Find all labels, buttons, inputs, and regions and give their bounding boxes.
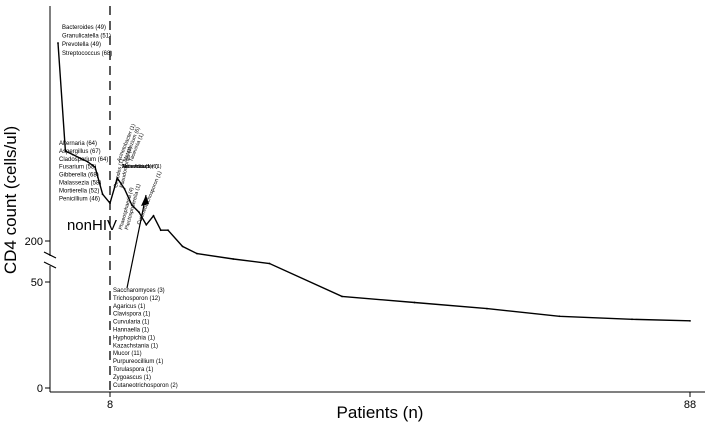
annotation-label: Mucor (11) (113, 351, 142, 357)
annotation-label: Prevotella (49) (62, 42, 101, 48)
annotation-label: Clavispora (1) (113, 312, 150, 318)
data-point (57, 42, 59, 44)
annotation-arrow (126, 194, 147, 289)
y-tick-label: 0 (37, 383, 43, 395)
annotation-label: Curvularia (1) (113, 320, 149, 326)
data-point (101, 193, 104, 196)
data-point (181, 245, 184, 248)
arrow-head-icon (141, 195, 149, 206)
annotation-label: Streptococcus (68) (62, 51, 112, 57)
data-point (79, 157, 82, 160)
annotation-label: Metarhizium (6) (122, 164, 158, 170)
annotation-label: Taoevinia (1) (122, 164, 152, 170)
data-point (145, 223, 148, 226)
annotation-label: Alternaria (64) (59, 141, 97, 147)
annotation-label: Hyphopichia (1) (113, 335, 155, 341)
annotation-label: Penicillium (46) (59, 196, 100, 202)
axes (43, 6, 705, 393)
data-point (64, 150, 67, 152)
data-point (167, 229, 169, 232)
data-point (631, 318, 633, 321)
data-point (71, 153, 74, 156)
annotation-label: Granulicatella (51) (62, 34, 111, 40)
annotation-label: Saccharomyces (3) (113, 288, 165, 294)
y-tick-label: 200 (25, 236, 43, 248)
y-axis-label: CD4 count (cells/ul) (1, 126, 20, 274)
annotation-label: Hannaella (1) (113, 328, 149, 334)
annotation-label: Agaricus (1) (113, 304, 145, 310)
data-point (689, 319, 691, 322)
annotation-label: Cepodes (1) (113, 158, 125, 188)
data-point (413, 301, 416, 304)
annotation-label: Cutaneotrichosporon (1) (136, 170, 163, 225)
annotation-label: Gibberella (68) (59, 173, 99, 179)
axis-break-mark (43, 251, 57, 269)
annotation-label: Aspergillus (67) (59, 149, 101, 155)
data-point (558, 315, 561, 318)
x-tick-label: 88 (684, 399, 696, 411)
annotation-label: Fusarium (58) (59, 165, 96, 171)
data-point (86, 160, 89, 163)
annotation-label: Cutaneotrichosporon (2) (113, 383, 178, 389)
data-point (123, 187, 126, 190)
annotation-layer: Bacteroides (49) Granulicatella (51) Prevo… (59, 25, 178, 389)
cd4-series-line (57, 42, 691, 322)
annotation-label: Kazachstania (1) (113, 343, 158, 349)
annotation-label: Cladosporium (64) (59, 157, 108, 163)
annotation-label: Zygoascus (1) (113, 375, 151, 381)
annotation-label: Malassezia (58) (59, 181, 101, 187)
divider-label: nonHIV (67, 217, 117, 234)
y-tick-label: 50 (31, 277, 43, 289)
annotation-label: Purpureocillium (1) (113, 359, 163, 365)
data-point (196, 252, 198, 255)
annotation-label: Trichosporon (12) (113, 296, 160, 302)
data-point (268, 262, 271, 265)
data-point (116, 177, 119, 179)
data-point (109, 202, 111, 205)
data-point (130, 204, 133, 206)
data-point (159, 229, 162, 232)
data-point (341, 295, 343, 298)
data-point (486, 307, 488, 310)
annotation-label: Torulaspora (1) (113, 367, 153, 373)
data-point (138, 211, 140, 214)
annotation-label: Acinetobacter (1) (122, 164, 162, 170)
data-point (94, 166, 97, 169)
annotation-label: Mortierella (52) (59, 188, 99, 194)
series-layer (57, 42, 691, 322)
x-tick-label: 8 (107, 399, 113, 411)
data-point (152, 214, 155, 217)
data-point (232, 258, 235, 260)
x-axis-label: Patients (n) (337, 403, 424, 422)
annotation-label: Bacteroides (49) (62, 25, 106, 31)
